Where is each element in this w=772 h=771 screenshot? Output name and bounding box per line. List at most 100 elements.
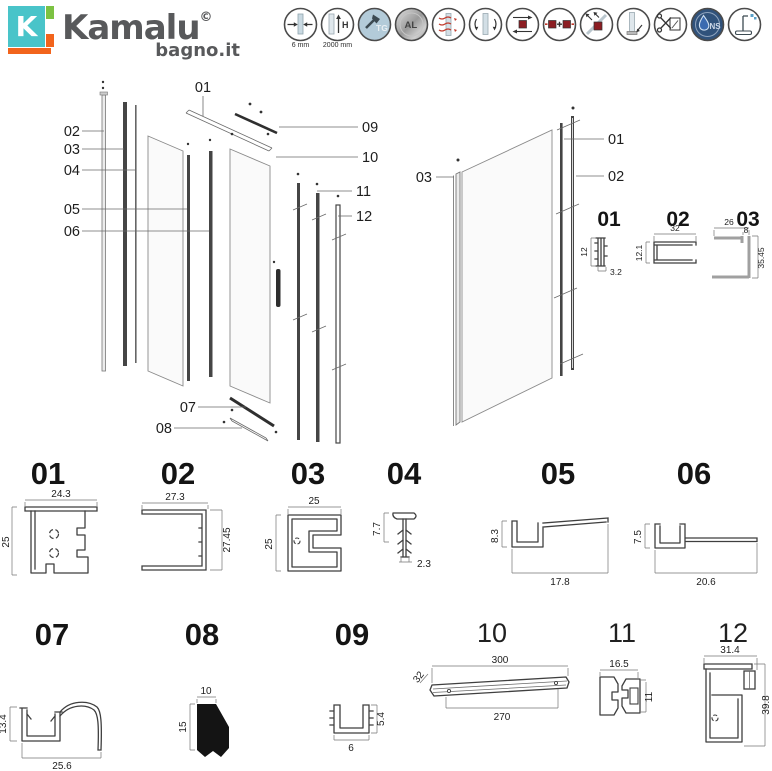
profile-01-section: 12 3.2 (579, 237, 622, 277)
brand-copyright: © (199, 10, 213, 25)
extensible-icon (505, 7, 540, 42)
section-03-heading: 03 (291, 456, 325, 491)
profile-03-section: 26 8 35.45 (712, 217, 766, 279)
section-08-drawing: 10 15 (178, 686, 229, 757)
safety-glass-icon (431, 7, 466, 42)
nano-surface-text: NS (710, 22, 722, 31)
brand-logo: K Kamalu© bagno.it (8, 4, 268, 61)
glass-thickness-icon: 6 mm (283, 7, 318, 49)
profile-01-heading: 01 (597, 208, 621, 231)
profile-sections-row2: 07 08 09 10 11 12 13.4 25.6 10 15 6 5.4 (0, 617, 772, 771)
dim-p02-left: 12.1 (634, 244, 644, 261)
dim-p01-left: 12 (579, 247, 589, 257)
door-height-label: 2000 mm (322, 42, 353, 49)
dim-10-side: 32 (411, 669, 427, 685)
dim-06-bottom: 20.6 (696, 577, 716, 588)
callout-07: 07 (180, 400, 196, 416)
callout-09: 09 (362, 120, 378, 136)
sliding-adjust-icon (579, 7, 614, 42)
dim-p03-top: 26 (724, 217, 734, 227)
tempered-glass-icon: TG (357, 7, 392, 42)
exploded-view-fixed-panel: 03 01 02 01 02 03 12 3.2 32 12.1 26 8 35… (416, 106, 766, 426)
door-parts-drawing (99, 80, 347, 444)
dim-09-right: 5.4 (376, 712, 387, 726)
dim-04-left: 7.7 (372, 522, 383, 536)
callout-10: 10 (362, 150, 378, 166)
section-02-drawing: 27.3 27.45 (141, 492, 233, 571)
dim-03-left: 25 (264, 538, 275, 550)
section-03-drawing: 25 25 (264, 496, 342, 572)
dim-01-left: 25 (1, 536, 12, 548)
feature-icons-row: 6 mm H 2000 mm TG (283, 7, 762, 49)
section-09-heading: 09 (335, 617, 369, 652)
dim-01-top: 24.3 (51, 489, 71, 500)
dim-p03-inner: 8 (744, 225, 749, 235)
section-11-drawing: 16.5 11 (599, 659, 655, 716)
section-10-heading: 10 (477, 618, 507, 648)
floor-install-icon (616, 7, 651, 42)
section-08-heading: 08 (185, 617, 219, 652)
dim-09-bottom: 6 (348, 743, 354, 754)
dim-02-top: 27.3 (165, 492, 185, 503)
dim-07-left: 13.4 (0, 714, 9, 734)
section-09-drawing: 6 5.4 (329, 704, 387, 754)
callout-02: 02 (64, 124, 80, 140)
section-06-heading: 06 (677, 456, 711, 491)
dim-06-left: 7.5 (633, 530, 644, 544)
dim-07-bottom: 25.6 (52, 761, 72, 771)
nano-surface-icon: NS (690, 7, 725, 42)
section-12-drawing: 31.4 39.8 (703, 645, 772, 747)
section-02-heading: 02 (161, 456, 195, 491)
dim-10-bottom: 270 (494, 712, 511, 723)
dim-10-top: 300 (492, 655, 509, 666)
section-01-heading: 01 (31, 456, 65, 491)
callout-leaders (436, 138, 604, 178)
section-07-drawing: 13.4 25.6 (0, 701, 103, 771)
brand-mark-orange-square (46, 34, 54, 47)
door-handle (276, 269, 281, 307)
tempered-glass-text: TG (376, 23, 388, 33)
callout-02: 02 (608, 169, 624, 185)
section-11-heading: 11 (608, 618, 636, 648)
callout-04: 04 (64, 163, 80, 179)
dim-12-top: 31.4 (720, 645, 740, 656)
section-05-drawing: 8.3 17.8 (490, 517, 609, 588)
brand-text: Kamalu© bagno.it (62, 0, 262, 61)
exploded-view-sliding-door: 01 02 03 04 05 06 07 08 09 10 11 12 (64, 80, 378, 444)
brand-mark-green-square (46, 6, 54, 19)
combinable-icon (542, 7, 577, 42)
callout-11: 11 (356, 184, 371, 200)
section-04-drawing: 7.7 2.3 (372, 512, 431, 570)
dim-11-right: 11 (644, 691, 655, 702)
aluminum-icon: AL (394, 7, 429, 42)
dim-08-top: 10 (200, 686, 212, 697)
dim-05-left: 8.3 (490, 529, 501, 543)
glass-thickness-label: 6 mm (291, 42, 310, 49)
profile-02-section: 32 12.1 (634, 223, 697, 264)
callout-08: 08 (156, 421, 172, 437)
dim-04-bottom: 2.3 (417, 559, 431, 570)
section-01-drawing: 24.3 25 (1, 489, 98, 576)
dim-12-right: 39.8 (761, 695, 772, 715)
dim-02-right: 27.45 (222, 527, 233, 552)
brand-mark-orange-bar (8, 48, 51, 54)
screws (101, 80, 340, 434)
brand-mark-letter: K (15, 10, 38, 43)
profile-03-heading: 03 (736, 208, 759, 231)
panel-drawing (453, 106, 584, 426)
callout-leaders (82, 96, 358, 429)
callout-12: 12 (356, 209, 372, 225)
section-12-heading: 12 (718, 618, 748, 648)
callout-01: 01 (608, 132, 624, 148)
brand-mark: K (8, 6, 56, 56)
section-06-drawing: 7.5 20.6 (633, 523, 758, 588)
dim-p02-top: 32 (670, 223, 680, 233)
callout-03: 03 (64, 142, 80, 158)
callout-05: 05 (64, 202, 80, 218)
dim-03-top: 25 (308, 496, 320, 507)
reversible-opening-icon (468, 7, 503, 42)
cut-to-size-icon (653, 7, 688, 42)
callout-01: 01 (195, 80, 211, 96)
callout-03: 03 (416, 170, 432, 186)
